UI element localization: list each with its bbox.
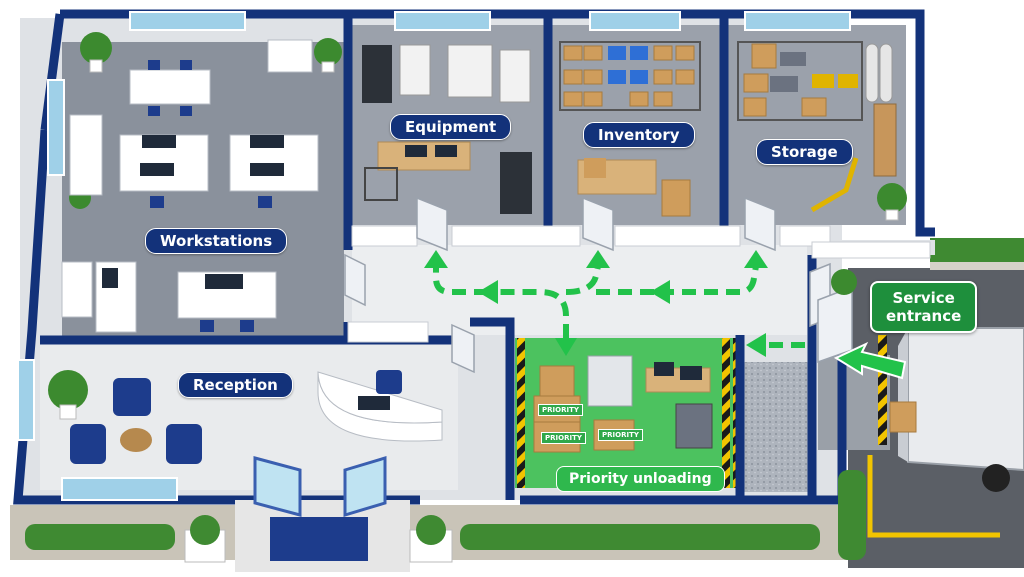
office-chairs (148, 60, 272, 332)
zone-label-priority-unloading: Priority unloading (556, 466, 725, 492)
service-entrance-arrow (833, 341, 907, 380)
hazard-stripe-dock (878, 335, 887, 445)
doors (344, 196, 853, 374)
hazard-stripe-right (722, 338, 730, 488)
zone-label-storage: Storage (756, 139, 853, 165)
hedge-right (930, 238, 1024, 264)
parking-line (867, 455, 1000, 538)
main-entrance (235, 455, 410, 572)
service-entrance-line-2: entrance (886, 307, 962, 325)
priority-tag: PRIORITY (538, 404, 583, 416)
zone-label-service-entrance: Service entrance (870, 281, 978, 333)
loading-ramp (740, 362, 812, 492)
flow-arrows (433, 265, 805, 348)
hedges (25, 470, 866, 560)
windows (17, 11, 851, 501)
reception-furniture (70, 370, 443, 464)
computer-monitors (102, 135, 284, 289)
storage-items (737, 41, 897, 213)
hazard-stripe-left (517, 338, 525, 488)
zone-label-workstations: Workstations (145, 228, 288, 254)
priority-tag: PRIORITY (541, 432, 586, 444)
priority-tag: PRIORITY (598, 429, 643, 441)
inventory-shelves (559, 41, 701, 217)
equipment-items (362, 44, 532, 214)
arrow-heads (424, 250, 768, 357)
zone-label-equipment: Equipment (390, 114, 512, 140)
zone-label-reception: Reception (178, 372, 293, 398)
zone-label-inventory: Inventory (583, 122, 695, 148)
entrance-mat (270, 517, 368, 561)
service-entrance-line-1: Service (892, 289, 955, 307)
